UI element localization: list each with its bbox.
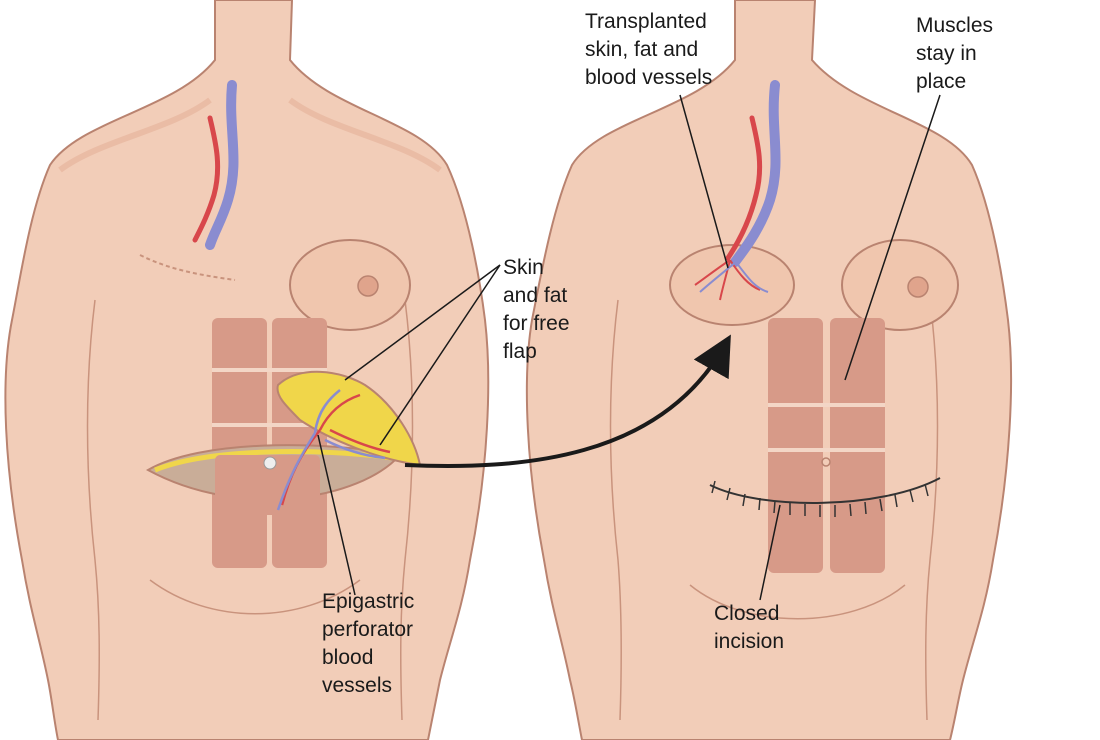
left-torso-figure (4, 0, 490, 740)
right-arm-line-right (925, 299, 939, 721)
left-breast (289, 239, 411, 331)
leader-closed-incision (759, 504, 781, 601)
right-nipple (907, 276, 929, 298)
left-umbilicus-line (149, 579, 361, 615)
leader-skin-fat-2 (379, 264, 501, 446)
left-neck-artery (192, 115, 221, 243)
leader-lines (317, 94, 941, 601)
leader-muscles (844, 94, 941, 381)
right-neck-artery (725, 115, 763, 261)
label-transplanted: Transplanted skin, fat and blood vessels (585, 10, 713, 89)
reconstructed-breast (669, 244, 795, 326)
label-muscles-stay: Muscles stay in place (916, 14, 994, 93)
left-nipple (357, 275, 379, 297)
label-skin-fat-free-flap: Skin and fat for free flap (503, 256, 570, 363)
right-umbilicus (821, 457, 831, 467)
left-arm-line-left (86, 299, 100, 721)
mastectomy-scar (139, 254, 236, 281)
umbilicus-stalk (263, 456, 277, 470)
suture-marks (711, 480, 929, 517)
right-lower-line (689, 584, 906, 620)
right-torso-figure (525, 0, 1013, 740)
leader-skin-fat-1 (344, 264, 501, 381)
flap-transfer-arrow (404, 334, 731, 468)
right-arm-line-left (609, 299, 623, 721)
closed-incision-line (709, 477, 941, 504)
transplanted-veins (699, 261, 769, 293)
left-shoulder-shade (58, 97, 442, 173)
label-epigastric-perforator: Epigastric perforator blood vessels (322, 590, 415, 697)
flap-vein (276, 389, 386, 511)
natural-breast (841, 239, 959, 331)
right-neck-vein (730, 80, 781, 267)
leader-epigastric (317, 434, 356, 596)
left-arm-line-right (400, 299, 414, 721)
right-abdominal-muscles (768, 318, 885, 573)
label-closed-incision: Closed incision (714, 602, 785, 653)
leader-transplanted (679, 94, 729, 269)
left-neck-vein (205, 80, 239, 250)
